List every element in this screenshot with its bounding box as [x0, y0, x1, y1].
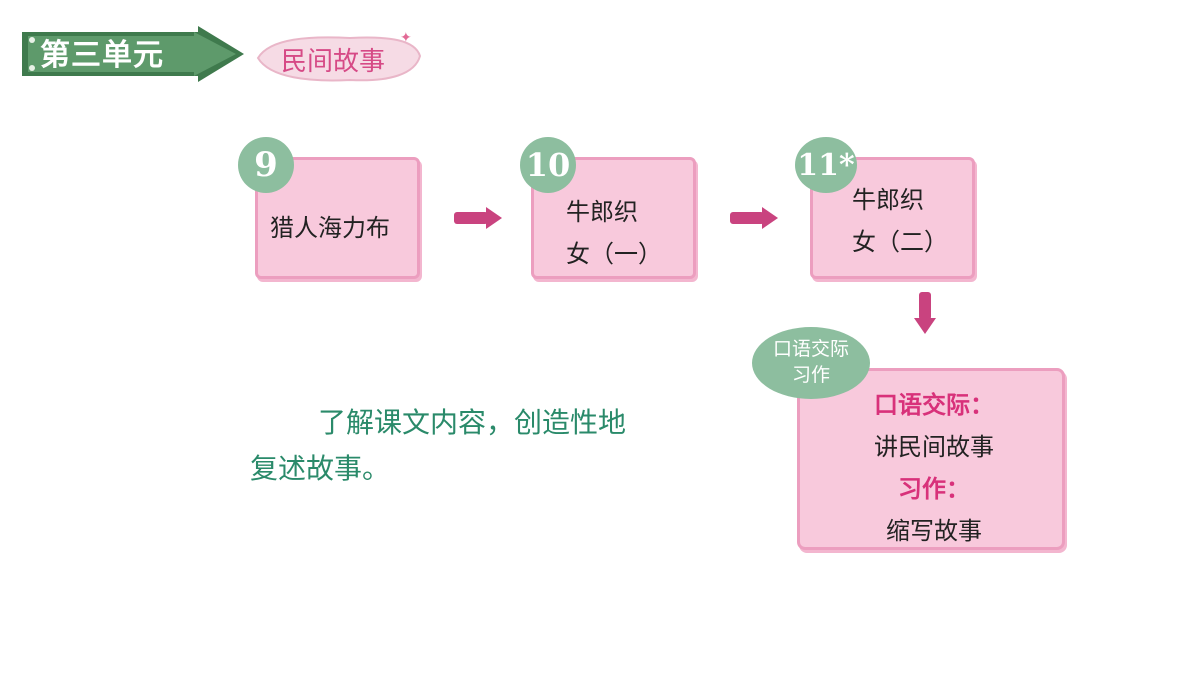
oral-writing-card: 口语交际： 讲民间故事 习作： 缩写故事: [797, 368, 1065, 550]
goal-line1: 了解课文内容，创造性地: [318, 406, 627, 439]
badge-line2: 习作: [791, 364, 830, 386]
arrow-right-icon: [730, 207, 778, 229]
theme-banner-shape: ✦: [256, 30, 422, 82]
lesson-number-badge: 11*: [795, 137, 857, 193]
oral-heading: 口语交际：: [874, 390, 994, 419]
lesson-title-line1: 猎人海力布: [270, 214, 390, 242]
arrow-down-icon: [914, 292, 936, 334]
svg-text:✦: ✦: [400, 30, 412, 46]
lesson-number-badge: 10: [520, 137, 576, 193]
oral-topic: 讲民间故事: [874, 433, 994, 461]
learning-goal: 了解课文内容，创造性地 复述故事。: [250, 400, 730, 492]
theme-tag: ✦: [250, 28, 425, 90]
theme-label: 民间故事: [281, 47, 386, 77]
goal-line2: 复述故事。: [250, 452, 391, 485]
writing-heading: 习作：: [898, 474, 970, 503]
unit-arrow-shape: [22, 26, 244, 82]
lesson-title-line2: 女（一）: [566, 240, 662, 268]
oral-writing-badge: 口语交际 习作: [752, 327, 870, 399]
lesson-title-line2: 女（二）: [852, 228, 948, 256]
lesson-title-line1: 牛郎织: [852, 186, 924, 214]
arrow-right-icon: [454, 207, 502, 229]
writing-topic: 缩写故事: [886, 517, 982, 545]
badge-line1: 口语交际: [772, 338, 849, 360]
unit-tag: [18, 26, 248, 86]
unit-label: 第三单元: [40, 38, 164, 73]
lesson-title-line1: 牛郎织: [566, 198, 638, 226]
lesson-number-badge: 9: [238, 137, 294, 193]
